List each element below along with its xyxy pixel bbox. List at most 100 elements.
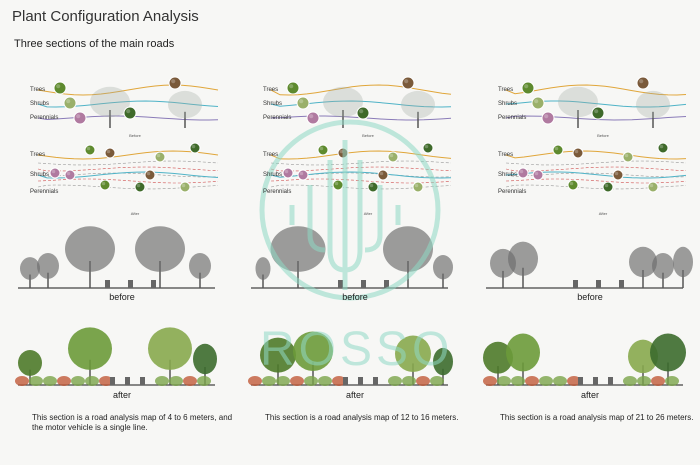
col1-after-shrub-1 — [262, 376, 276, 386]
col0-after-trees-line — [37, 150, 219, 160]
col0-ghost-tree-a — [90, 86, 130, 118]
col2-before-small-label: Before — [597, 133, 609, 138]
col1-before-plant-2 — [296, 96, 310, 110]
col1-after-plant-1 — [337, 147, 349, 159]
col0-before-plant-4 — [73, 111, 87, 125]
col1-after-green-tree-0 — [260, 337, 296, 373]
col2-after-small-label: After — [598, 211, 608, 216]
col0-after-shrub-2 — [43, 376, 57, 386]
col1-after-plant-0 — [317, 144, 329, 156]
col2-after-caption: after — [580, 390, 599, 400]
col2-after-shrub-13 — [665, 376, 679, 386]
col1-before-grey-tree-3 — [433, 255, 453, 280]
col1-trees-line — [270, 84, 452, 96]
col0-before-plant-2 — [63, 96, 77, 110]
col2-after-plant-2 — [622, 151, 634, 163]
col1-after-figure-1 — [358, 377, 363, 385]
col0-after-dash-3 — [37, 178, 219, 184]
col2-after-shrubs-label: Shrubs — [498, 172, 518, 178]
col2-after-dash-4 — [505, 184, 687, 190]
col1-after-shrub-4 — [304, 376, 318, 386]
col0-ghost-tree-b — [168, 90, 202, 119]
col0-after-plant-6 — [144, 169, 156, 181]
col1-before-small-label: Before — [362, 133, 374, 138]
col2-after-dash-1 — [505, 166, 687, 172]
col0-after-green-tree-2 — [148, 327, 192, 370]
col1-after-shrub-11 — [402, 376, 416, 386]
col2-after-green-tree-1 — [506, 333, 540, 372]
col1-before-figure-0 — [338, 280, 343, 288]
col2-after-dash-0 — [505, 160, 687, 166]
col0-after-green-tree-3 — [193, 343, 217, 375]
col0-after-caption: after — [112, 390, 131, 400]
col0-before-grey-tree-1 — [37, 252, 59, 279]
col0-after-shrubs-label: Shrubs — [30, 172, 50, 178]
col0-after-shrub-5 — [85, 376, 99, 386]
col1-ghost-tree-a — [323, 86, 363, 118]
col1-after-shrub-2 — [276, 376, 290, 386]
col0-after-shrub-10 — [155, 376, 169, 386]
col1-after-plant-9 — [282, 167, 294, 179]
col0-after-plant-1 — [104, 147, 116, 159]
col0-section-description: This section is a road analysis map of 4… — [32, 413, 233, 432]
col0-after-shrub-3 — [57, 376, 71, 386]
col1-after-plant-4 — [297, 169, 309, 181]
col0-before-grey-tree-2 — [65, 226, 115, 272]
col1-after-green-tree-2 — [395, 335, 431, 373]
col0-trees-line — [37, 84, 219, 96]
col1-after-shrub-12 — [416, 376, 430, 386]
col1-before-figure-2 — [384, 280, 389, 288]
col2-after-shrub-5 — [553, 376, 567, 386]
col0-before-perennials-label: Perennials — [30, 115, 59, 121]
col0-before-plant-0 — [53, 81, 67, 95]
col1-after-figure-2 — [373, 377, 378, 385]
col1-after-plant-5 — [332, 179, 344, 191]
col0-after-shrub-6 — [99, 376, 113, 386]
col2-before-grey-tree-4 — [673, 246, 693, 278]
col2-after-plant-6 — [612, 169, 624, 181]
col0-before-small-label: Before — [129, 133, 141, 138]
col2-after-shrub-0 — [483, 376, 497, 386]
col1-after-dash-1 — [270, 166, 452, 172]
col2-trees-line — [505, 84, 687, 96]
col2-before-plant-2 — [531, 96, 545, 110]
page-title: Plant Configuration Analysis — [12, 8, 199, 25]
col0-after-dash-4 — [37, 184, 219, 190]
col2-after-perennials-label: Perennials — [498, 189, 527, 195]
col0-after-shrub-11 — [169, 376, 183, 386]
col1-after-dash-0 — [270, 160, 452, 166]
col0-after-plant-5 — [99, 179, 111, 191]
col2-ghost-tree-b — [636, 90, 670, 119]
col2-after-plant-8 — [602, 181, 614, 193]
col0-after-plant-7 — [179, 181, 191, 193]
col2-before-trees-label: Trees — [498, 87, 514, 93]
col0-after-small-label: After — [130, 211, 140, 216]
col1-after-dash-4 — [270, 184, 452, 190]
col2-before-plant-3 — [591, 106, 605, 120]
col1-after-plant-2 — [387, 151, 399, 163]
col0-after-plant-3 — [189, 142, 201, 154]
col1-after-figure-0 — [343, 377, 348, 385]
col2-before-caption: before — [577, 292, 603, 302]
col1-before-grey-tree-1 — [383, 226, 433, 272]
col2-after-figure-1 — [593, 377, 598, 385]
col2-after-figure-0 — [578, 377, 583, 385]
col0-after-figure-1 — [125, 377, 130, 385]
col2-before-grey-tree-3 — [652, 252, 674, 279]
col0-after-shrub-1 — [29, 376, 43, 386]
col0-after-plant-9 — [49, 167, 61, 179]
col2-after-plant-5 — [567, 179, 579, 191]
col2-before-shrubs-label: Shrubs — [498, 101, 518, 107]
col2-after-green-tree-0 — [483, 341, 513, 374]
col2-section-description: This section is a road analysis map of 2… — [500, 413, 694, 422]
col0-after-plant-8 — [134, 181, 146, 193]
col1-before-grey-tree-2 — [255, 257, 271, 280]
col0-before-figure-1 — [128, 280, 133, 288]
col2-before-grey-tree-1 — [508, 241, 538, 276]
col1-after-shrubs-label: Shrubs — [263, 172, 283, 178]
col0-after-figure-2 — [140, 377, 145, 385]
col0-before-grey-tree-4 — [189, 252, 211, 279]
col1-after-shrub-0 — [248, 376, 262, 386]
col2-before-plant-1 — [636, 76, 650, 90]
col1-after-shrub-13 — [430, 376, 444, 386]
